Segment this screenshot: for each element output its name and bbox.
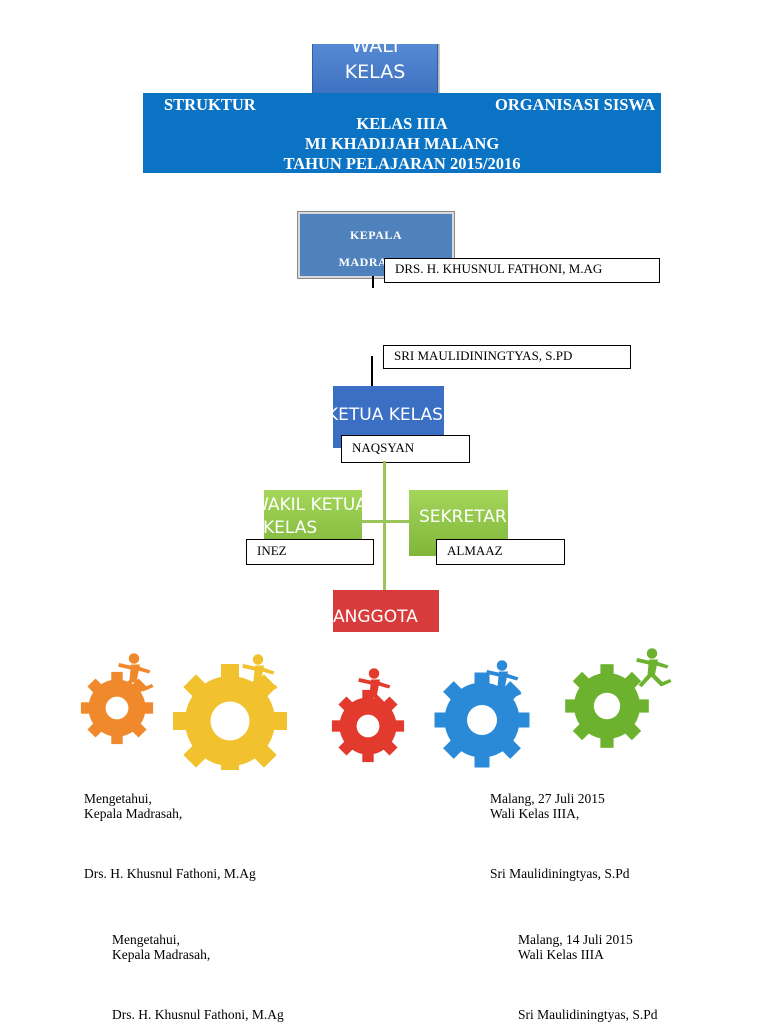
banner-line3: MI KHADIJAH MALANG (304, 134, 500, 153)
kepala-box-line1: KEPALA (349, 228, 403, 242)
tree-horizontal-line (362, 520, 410, 523)
signature-left-2: Mengetahui, Kepala Madrasah, (112, 932, 210, 962)
wakil-box-line2: KELAS (264, 518, 318, 538)
kepala-name: DRS. H. KHUSNUL FATHONI, M.AG (395, 261, 603, 276)
wali-signature-name: Sri Maulidiningtyas, S.Pd (518, 1007, 658, 1022)
connector-line (371, 356, 373, 386)
ketua-name-box: NAQSYAN (341, 435, 470, 463)
wali-title-text: Wali Kelas IIIA, (490, 806, 580, 821)
kepala-title-text: Kepala Madrasah, (112, 947, 211, 962)
green-person-icon (636, 648, 672, 688)
wali-kelas-box: WALI KELAS (312, 44, 440, 96)
title-banner: STRUKTUR ORGANISASI SISWA KELAS IIIA MI … (143, 93, 661, 173)
blue-gear (434, 672, 530, 768)
date-text: Malang, 27 Juli 2015 (490, 791, 605, 806)
anggota-box: ANGGOTA (333, 590, 439, 632)
kepala-name-box: DRS. H. KHUSNUL FATHONI, M.AG (384, 258, 660, 283)
anggota-box-label: ANGGOTA (333, 607, 418, 627)
red-gear (331, 689, 405, 763)
wali-name-box: SRI MAULIDININGTYAS, S.PD (383, 345, 631, 369)
ketua-box-label: KETUA KELAS (333, 405, 443, 425)
banner-line1-right: ORGANISASI SISWA (494, 95, 655, 114)
kepala-title-text: Kepala Madrasah, (84, 806, 183, 821)
wakil-box-line1: WAKIL KETUA (264, 495, 362, 515)
sekretaris-name-box: ALMAAZ (436, 539, 565, 565)
wakil-name: INEZ (257, 543, 287, 558)
wali-title-text: Wali Kelas IIIA (518, 947, 604, 962)
kepala-madrasah-box: KEPALA MADRASAH (297, 211, 455, 279)
yellow-gear (173, 664, 287, 770)
banner-line4: TAHUN PELAJARAN 2015/2016 (283, 154, 521, 173)
sekretaris-name: ALMAAZ (447, 543, 503, 558)
connector-line (372, 276, 374, 288)
wakil-name-box: INEZ (246, 539, 374, 565)
wali-name: SRI MAULIDININGTYAS, S.PD (394, 348, 573, 363)
mengetahui-text: Mengetahui, (84, 791, 152, 806)
date-text: Malang, 14 Juli 2015 (518, 932, 633, 947)
mengetahui-text: Mengetahui, (112, 932, 180, 947)
wali-signature-name: Sri Maulidiningtyas, S.Pd (490, 866, 630, 881)
tree-vertical-line (383, 461, 386, 591)
wali-box-line1: WALI (351, 44, 399, 57)
banner-line1-left: STRUKTUR (164, 95, 256, 114)
signature-right-1: Malang, 27 Juli 2015 Wali Kelas IIIA, (490, 791, 605, 821)
kepala-signature-name: Drs. H. Khusnul Fathoni, M.Ag (84, 866, 256, 881)
kepala-signature-name: Drs. H. Khusnul Fathoni, M.Ag (112, 1007, 284, 1022)
signature-left-1: Mengetahui, Kepala Madrasah, (84, 791, 182, 821)
orange-gear (80, 671, 154, 745)
banner-line2: KELAS IIIA (356, 114, 448, 133)
ketua-name: NAQSYAN (352, 440, 415, 455)
teamwork-gears-illustration (80, 648, 672, 770)
wali-box-line2: KELAS (344, 61, 406, 83)
green-gear (565, 664, 649, 748)
signature-right-2: Malang, 14 Juli 2015 Wali Kelas IIIA (518, 932, 633, 962)
sekretaris-box-label: SEKRETARIS (419, 507, 508, 527)
